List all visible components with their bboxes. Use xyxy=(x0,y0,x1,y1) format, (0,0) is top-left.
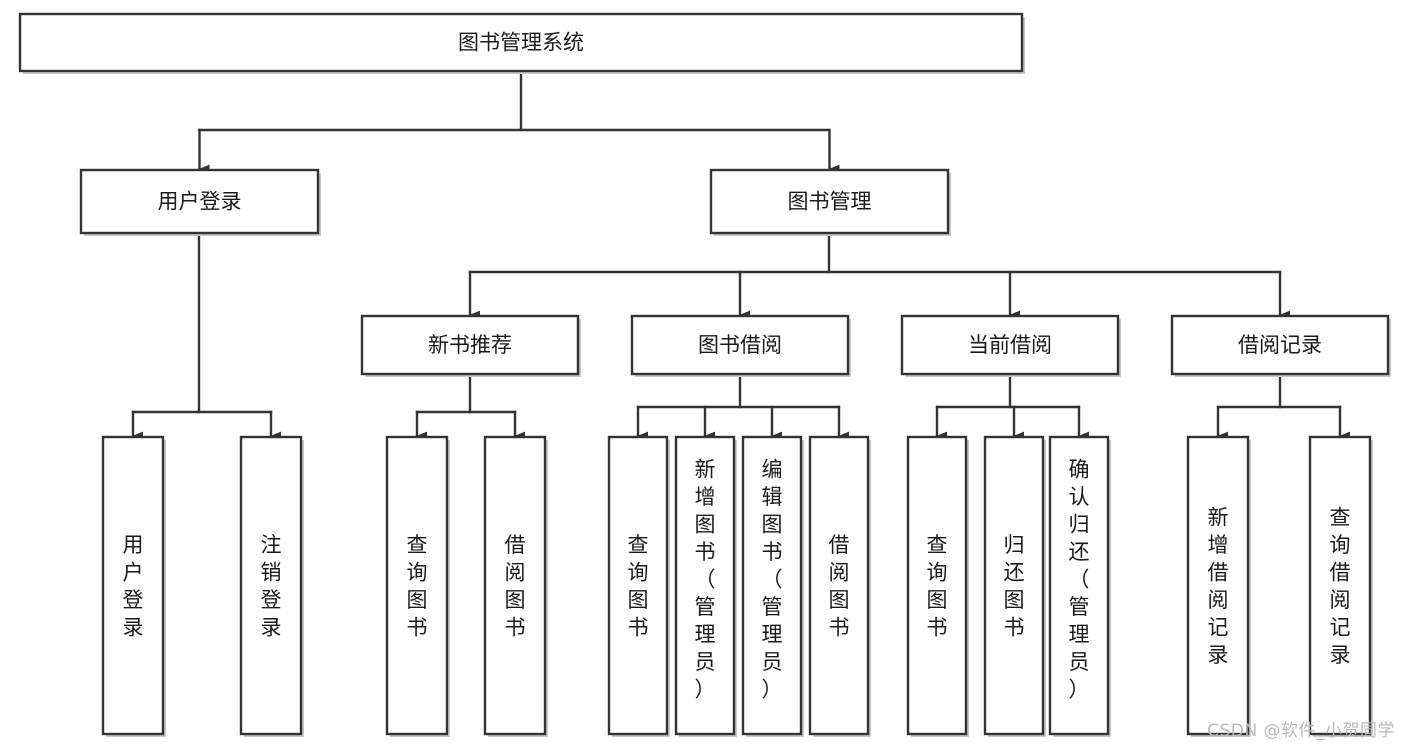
node-leaf-user-logout[interactable]: 注销登录 xyxy=(239,435,304,737)
node-rect[interactable] xyxy=(808,435,870,736)
node-label: 用户登录 xyxy=(158,190,242,214)
node-label: 查询图书 xyxy=(407,533,428,640)
node-rect[interactable] xyxy=(709,168,950,235)
node-label: 查询图书 xyxy=(927,533,948,640)
node-l3-new-book[interactable]: 新书推荐 xyxy=(360,314,581,377)
node-label: 归还图书 xyxy=(1004,533,1025,640)
nodes-layer: 图书管理系统用户登录图书管理新书推荐图书借阅当前借阅借阅记录用户登录注销登录查询… xyxy=(18,12,1391,737)
node-label: 新增借阅记录 xyxy=(1208,505,1229,667)
node-label: 新增图书（管理员） xyxy=(695,457,716,701)
node-label: 编辑图书（管理员） xyxy=(762,457,783,701)
node-label: 用户登录 xyxy=(123,533,144,640)
user-login-branch xyxy=(131,231,273,414)
node-l3-borrow[interactable]: 图书借阅 xyxy=(630,314,851,377)
node-rect[interactable] xyxy=(1170,314,1390,376)
node-leaf-cur-query[interactable]: 查询图书 xyxy=(906,435,969,737)
node-rect[interactable] xyxy=(101,435,165,736)
node-label: 查询图书 xyxy=(628,533,649,640)
node-rect[interactable] xyxy=(360,314,580,376)
node-label: 图书管理 xyxy=(788,190,872,214)
node-rect[interactable] xyxy=(741,435,803,736)
node-rect[interactable] xyxy=(1308,435,1372,736)
node-leaf-rec-add[interactable]: 新增借阅记录 xyxy=(1186,435,1251,737)
node-l3-record[interactable]: 借阅记录 xyxy=(1170,314,1391,377)
edges-layer xyxy=(131,69,1351,441)
node-rect[interactable] xyxy=(1048,435,1110,736)
node-rect[interactable] xyxy=(983,435,1045,736)
node-label: 注销登录 xyxy=(261,533,282,640)
node-rect[interactable] xyxy=(630,314,850,376)
node-rect[interactable] xyxy=(906,435,968,736)
node-leaf-cur-return[interactable]: 归还图书 xyxy=(983,435,1046,737)
borrow-branch xyxy=(636,372,841,409)
book-manage-branch xyxy=(468,231,1282,274)
node-rect[interactable] xyxy=(900,314,1120,376)
node-leaf-bw-edit[interactable]: 编辑图书（管理员） xyxy=(741,435,804,737)
node-rect[interactable] xyxy=(483,435,547,736)
node-label: 当前借阅 xyxy=(968,333,1052,357)
node-rect[interactable] xyxy=(607,435,669,736)
current-branch xyxy=(935,372,1081,409)
node-leaf-bw-query[interactable]: 查询图书 xyxy=(607,435,670,737)
node-l3-current[interactable]: 当前借阅 xyxy=(900,314,1121,377)
new-book-branch xyxy=(415,372,517,414)
node-label: 借阅图书 xyxy=(829,533,850,640)
node-leaf-nb-query[interactable]: 查询图书 xyxy=(385,435,450,737)
node-rect[interactable] xyxy=(18,12,1024,73)
node-leaf-cur-confirm[interactable]: 确认归还（管理员） xyxy=(1048,435,1111,737)
node-leaf-bw-borrow[interactable]: 借阅图书 xyxy=(808,435,871,737)
node-leaf-nb-borrow[interactable]: 借阅图书 xyxy=(483,435,548,737)
node-leaf-rec-query[interactable]: 查询借阅记录 xyxy=(1308,435,1373,737)
node-leaf-user-login[interactable]: 用户登录 xyxy=(101,435,166,737)
node-root[interactable]: 图书管理系统 xyxy=(18,12,1025,74)
node-label: 确认归还（管理员） xyxy=(1069,457,1090,701)
node-label: 借阅图书 xyxy=(505,533,526,640)
node-label: 图书管理系统 xyxy=(458,31,584,55)
node-l2-user-login[interactable]: 用户登录 xyxy=(79,168,321,236)
node-label: 查询借阅记录 xyxy=(1330,505,1351,667)
node-leaf-bw-add[interactable]: 新增图书（管理员） xyxy=(674,435,737,737)
node-rect[interactable] xyxy=(239,435,303,736)
node-l2-book-manage[interactable]: 图书管理 xyxy=(709,168,951,236)
node-rect[interactable] xyxy=(79,168,320,235)
node-label: 借阅记录 xyxy=(1238,333,1322,357)
node-label: 新书推荐 xyxy=(428,333,512,357)
node-label: 图书借阅 xyxy=(698,333,782,357)
node-rect[interactable] xyxy=(674,435,736,736)
root-branch xyxy=(197,69,831,132)
node-rect[interactable] xyxy=(1186,435,1250,736)
node-rect[interactable] xyxy=(385,435,449,736)
record-branch xyxy=(1216,372,1342,409)
